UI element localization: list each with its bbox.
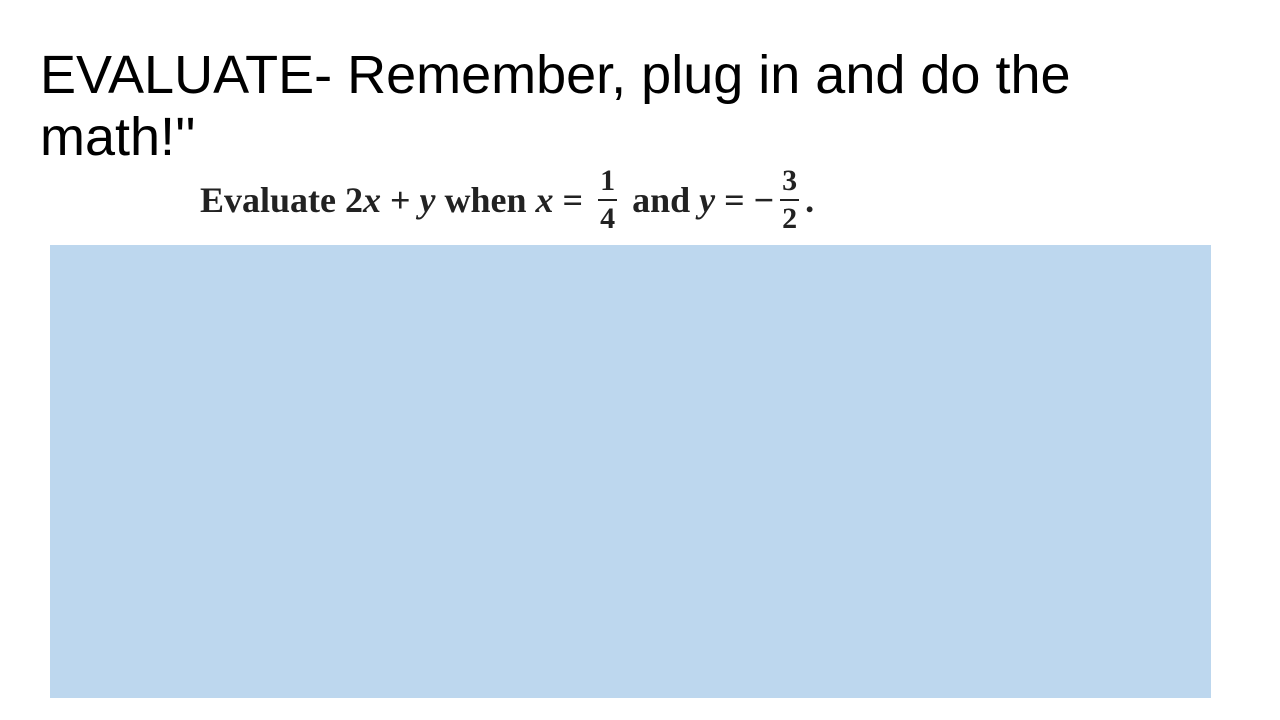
variable-x-condition: x xyxy=(535,180,554,220)
minus-sign: − xyxy=(753,180,775,220)
work-area-box[interactable] xyxy=(50,245,1211,698)
fraction-y-value: 3 2 xyxy=(780,164,800,235)
variable-x: x xyxy=(363,180,382,220)
plus-sign: + xyxy=(381,180,420,220)
problem-statement: Evaluate 2 x + y when x = 1 4 and y = − … xyxy=(200,152,814,248)
fraction-y-bar xyxy=(780,199,800,201)
variable-y: y xyxy=(419,180,436,220)
fraction-y-denominator: 2 xyxy=(782,202,798,235)
and-text: and xyxy=(623,180,700,220)
slide-title: EVALUATE- Remember, plug in and do the m… xyxy=(40,45,1071,167)
when-text: when xyxy=(435,180,536,220)
equals-sign-y: = xyxy=(715,180,754,220)
fraction-x-bar xyxy=(598,199,618,201)
fraction-x-denominator: 4 xyxy=(600,202,616,235)
coefficient: 2 xyxy=(345,180,364,220)
fraction-x-value: 1 4 xyxy=(598,164,618,235)
problem-intro: Evaluate xyxy=(200,180,346,220)
fraction-x-numerator: 1 xyxy=(600,164,616,197)
period: . xyxy=(805,180,815,220)
fraction-y-numerator: 3 xyxy=(782,164,798,197)
variable-y-condition: y xyxy=(699,180,716,220)
equals-sign-x: = xyxy=(553,180,593,220)
